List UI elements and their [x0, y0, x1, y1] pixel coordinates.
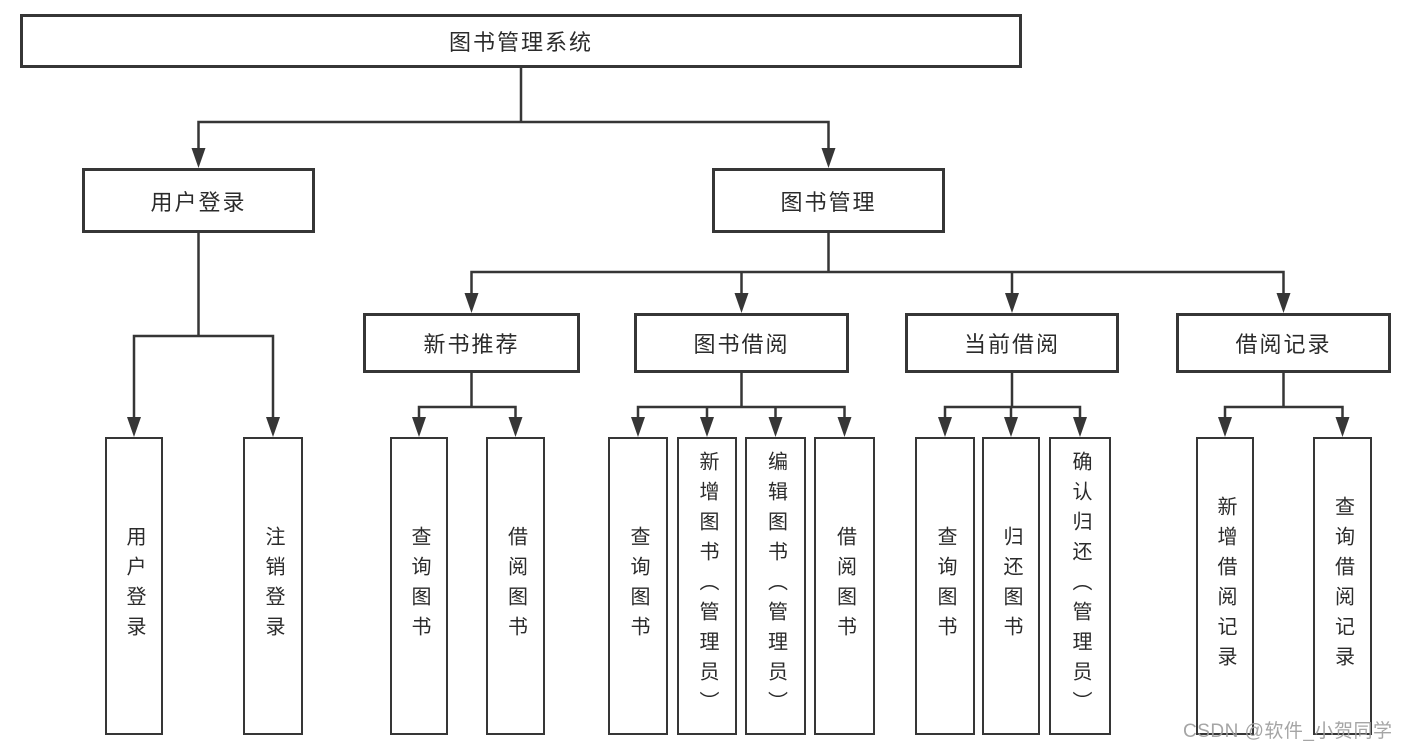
node-book-management: 图书管理 — [712, 168, 945, 233]
node-label: 图书管理系统 — [448, 30, 593, 55]
leaf-borrow-books-recommend: 借阅图书 — [486, 437, 545, 735]
leaf-borrow-books: 借阅图书 — [814, 437, 875, 735]
leaf-label: 查询图书 — [408, 526, 430, 646]
leaf-label: 归还图书 — [1000, 526, 1022, 646]
node-label: 借阅记录 — [1235, 332, 1332, 357]
leaf-add-borrow-record: 新增借阅记录 — [1196, 437, 1254, 735]
leaf-edit-book-admin: 编辑图书（管理员） — [745, 437, 806, 735]
leaf-add-book-admin: 新增图书（管理员） — [677, 437, 737, 735]
leaf-logout: 注销登录 — [243, 437, 303, 735]
node-new-book-recommend: 新书推荐 — [363, 313, 580, 373]
node-book-borrow: 图书借阅 — [634, 313, 849, 373]
node-label: 图书管理 — [780, 189, 877, 215]
leaf-label: 注销登录 — [262, 526, 284, 646]
leaf-label: 新增图书（管理员） — [696, 451, 718, 721]
watermark: CSDN @软件_小贺同学 — [1183, 721, 1393, 742]
leaf-label: 查询图书 — [627, 526, 649, 646]
leaf-query-books-current: 查询图书 — [915, 437, 975, 735]
node-label: 当前借阅 — [963, 332, 1060, 357]
leaf-label: 编辑图书（管理员） — [764, 451, 787, 721]
leaf-query-books-recommend: 查询图书 — [390, 437, 448, 735]
leaf-return-book: 归还图书 — [982, 437, 1040, 735]
leaf-confirm-return-admin: 确认归还（管理员） — [1049, 437, 1111, 735]
leaf-query-books-borrow: 查询图书 — [608, 437, 668, 735]
leaf-label: 借阅图书 — [504, 526, 527, 646]
leaf-user-login: 用户登录 — [105, 437, 163, 735]
leaf-label: 新增借阅记录 — [1214, 496, 1236, 676]
leaf-query-borrow-record: 查询借阅记录 — [1313, 437, 1372, 735]
leaf-label: 借阅图书 — [833, 526, 856, 646]
leaf-label: 用户登录 — [123, 526, 145, 646]
node-library-management-system: 图书管理系统 — [20, 14, 1022, 68]
node-borrow-records: 借阅记录 — [1176, 313, 1391, 373]
node-user-login: 用户登录 — [82, 168, 315, 233]
leaf-label: 查询借阅记录 — [1331, 496, 1354, 676]
node-label: 新书推荐 — [423, 332, 520, 357]
node-label: 用户登录 — [150, 189, 247, 215]
leaf-label: 查询图书 — [934, 526, 956, 646]
node-current-borrow: 当前借阅 — [905, 313, 1119, 373]
node-label: 图书借阅 — [693, 332, 790, 357]
leaf-label: 确认归还（管理员） — [1069, 451, 1091, 721]
